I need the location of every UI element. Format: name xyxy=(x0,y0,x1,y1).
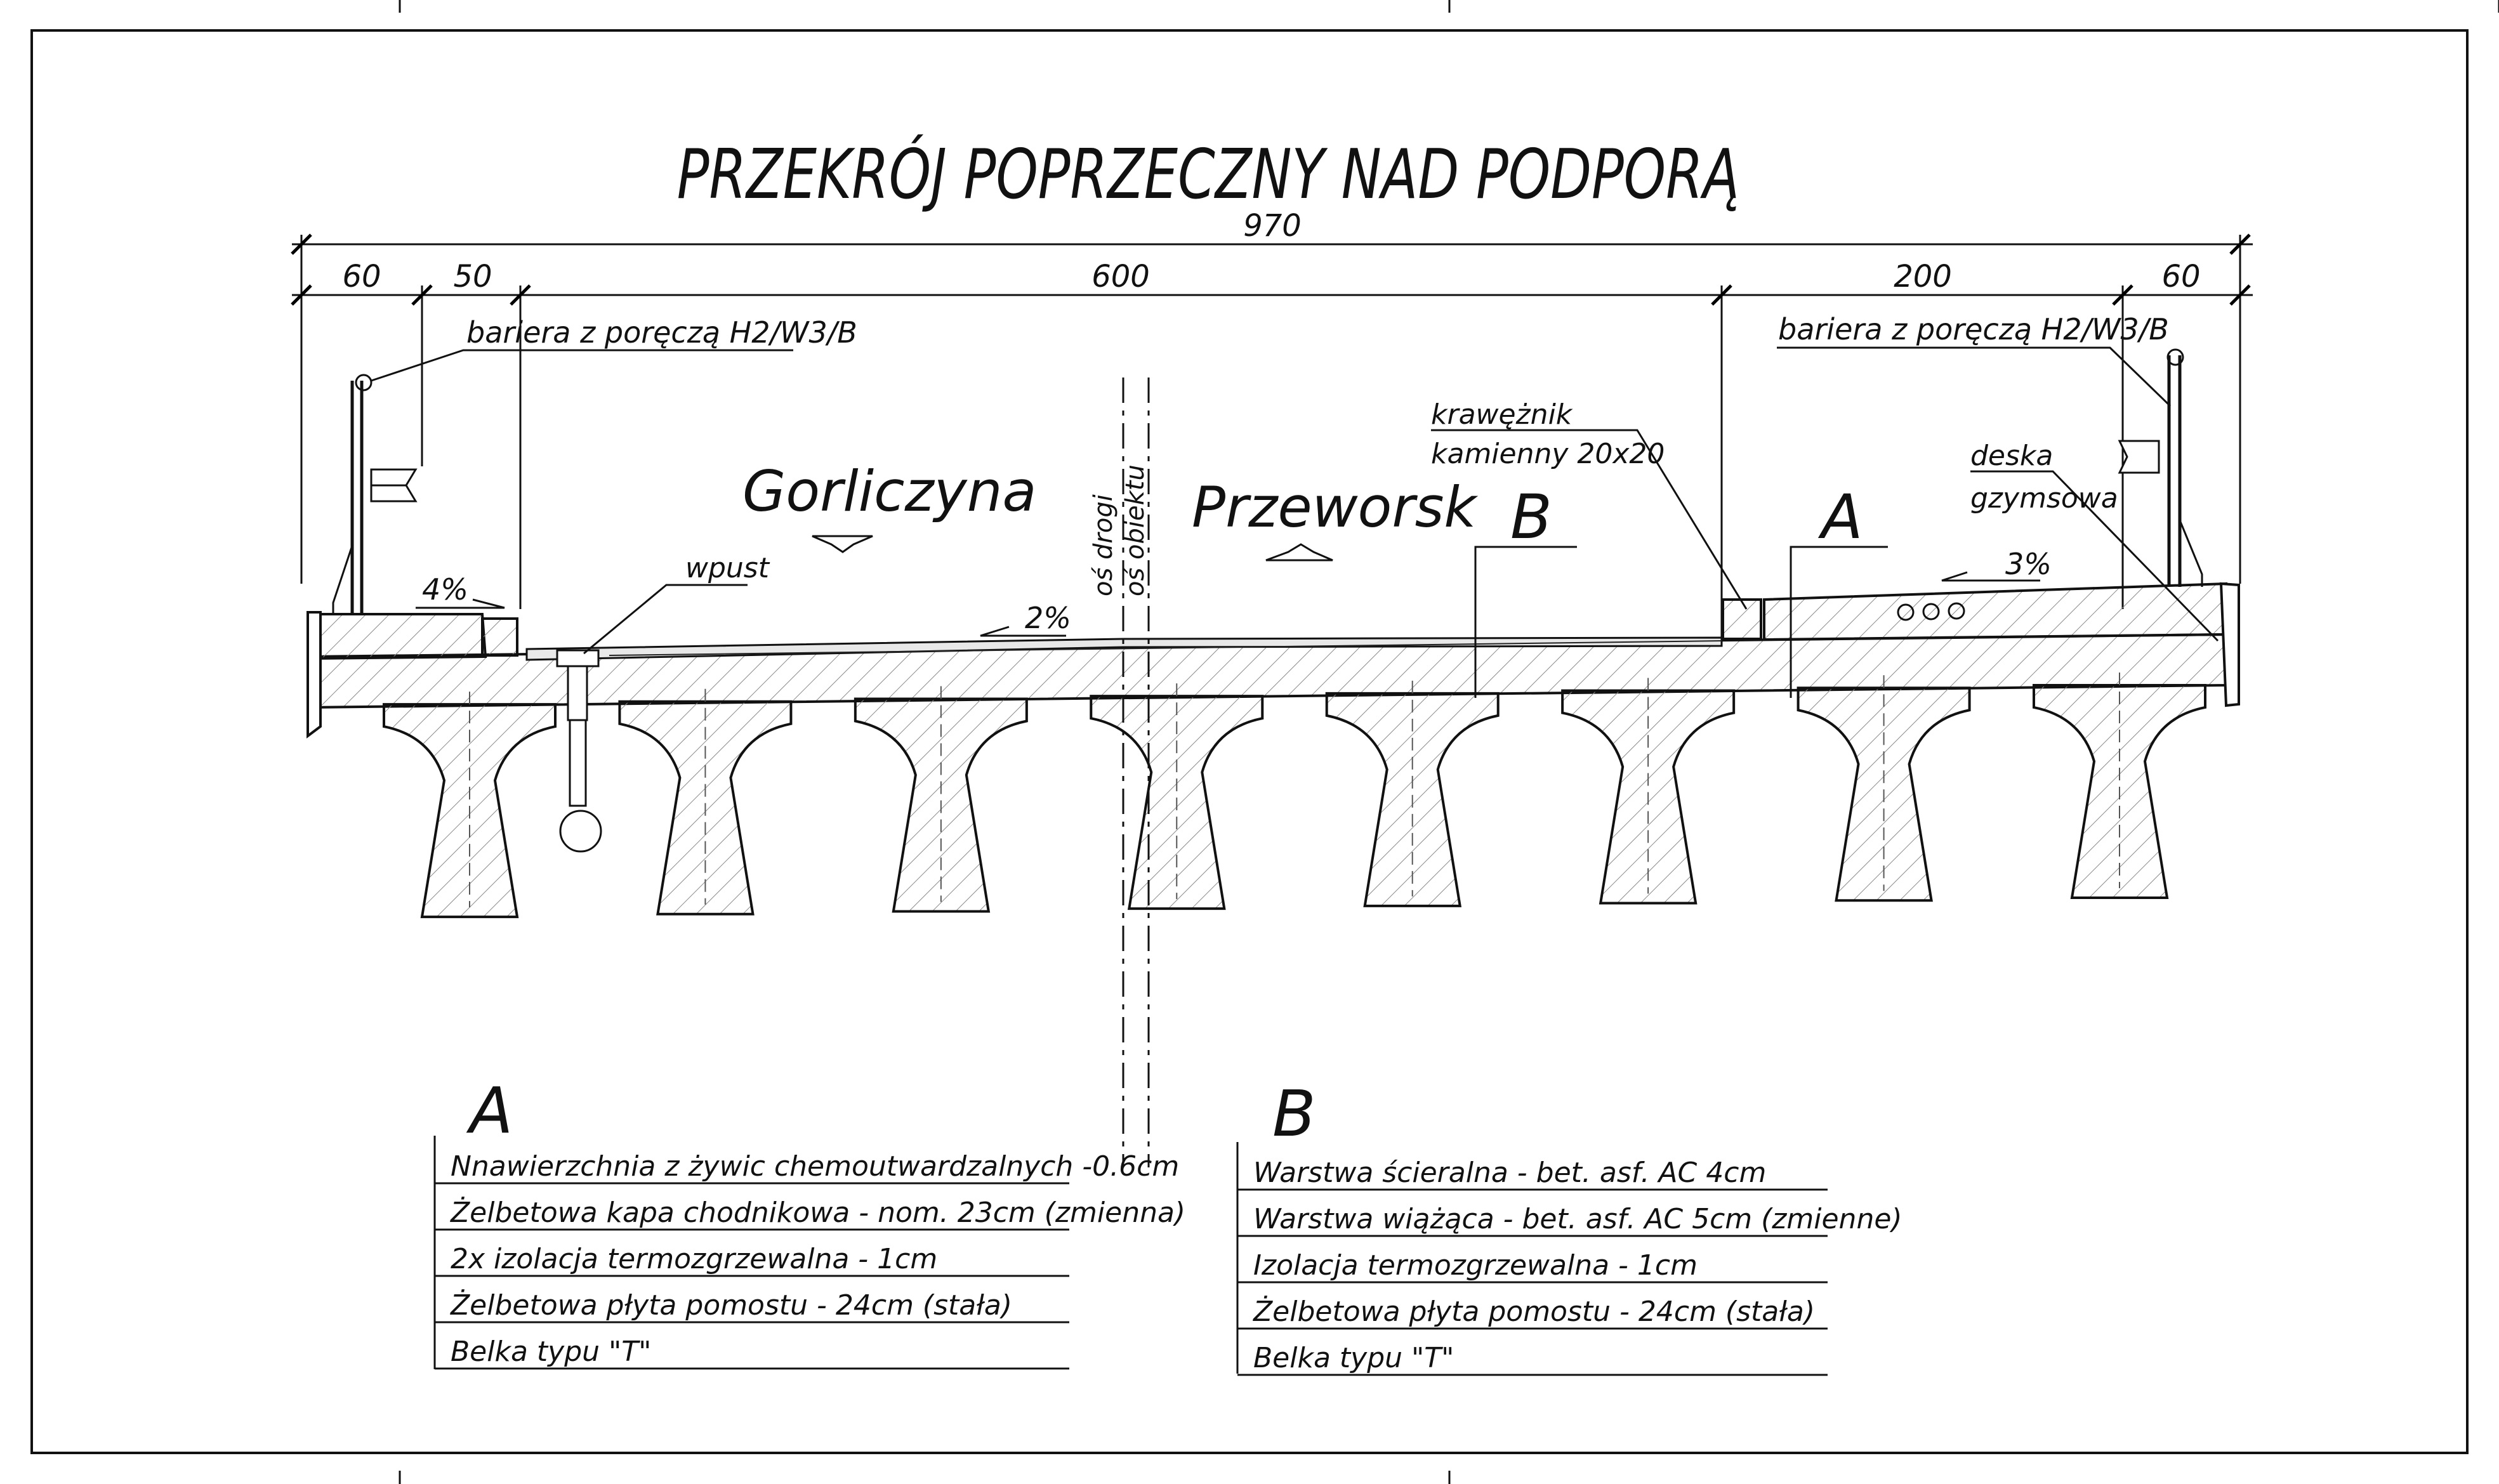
barrier-right-label: bariera z poręczą H2/W3/B xyxy=(1778,312,2169,346)
dim-left-sidewalk: 50 xyxy=(453,259,492,294)
dim-roadway: 600 xyxy=(1091,259,1150,294)
slope-right-arrow-icon xyxy=(1941,571,2040,582)
legend-layer: 2x izolacja termozgrzewalna - 1cm xyxy=(451,1243,937,1275)
sheet-frame xyxy=(30,29,2469,1454)
road-surface-top xyxy=(609,640,1722,656)
dim-right-sidewalk: 200 xyxy=(1894,259,1952,294)
legend-layer: Belka typu "T" xyxy=(451,1336,651,1368)
ducts-icon xyxy=(1897,602,1965,621)
marker-a-leader xyxy=(1790,546,1888,698)
marker-b: B xyxy=(1510,482,1552,553)
slope-roadway: 2% xyxy=(1025,601,1071,635)
inlet-leader xyxy=(583,584,748,655)
curb-label-2: kamienny 20x20 xyxy=(1431,438,1665,470)
marker-b-leader xyxy=(1474,546,1577,698)
slope-left: 4% xyxy=(422,572,468,607)
cornice-leader xyxy=(1970,470,2219,642)
legend-layer: Żelbetowa płyta pomostu - 24cm (stała) xyxy=(1253,1295,1815,1328)
dim-left-edge: 60 xyxy=(342,259,381,294)
dimension-values: 970 60 50 600 200 60 xyxy=(342,208,2200,294)
drawing-title: PRZEKRÓJ POPRZECZNY NAD PODPORĄ xyxy=(677,135,1740,214)
marker-a: A xyxy=(1817,482,1863,553)
right-barrier-icon xyxy=(2118,348,2203,587)
legend-a: A Nnawierzchnia z żywic chemoutwardzalny… xyxy=(433,1074,1185,1370)
inlet-drain-icon xyxy=(556,649,602,853)
arrow-up-icon xyxy=(1265,543,1333,561)
left-edge-beam xyxy=(307,611,322,739)
legend-b: B Warstwa ścieralna - bet. asf. AC 4cmWa… xyxy=(1236,1077,1902,1376)
legend-layer: Izolacja termozgrzewalna - 1cm xyxy=(1253,1249,1698,1282)
right-edge-beam xyxy=(2219,582,2240,707)
arrow-down-icon xyxy=(812,535,873,553)
legend-layer: Warstwa ścieralna - bet. asf. AC 4cm xyxy=(1253,1157,1766,1189)
right-curb xyxy=(1722,598,1762,640)
slope-left-arrow-icon xyxy=(416,598,505,609)
dim-right-edge: 60 xyxy=(2161,259,2200,294)
slope-roadway-arrow-icon xyxy=(980,626,1066,637)
legend-b-title: B xyxy=(1272,1077,1316,1151)
left-curb xyxy=(481,617,518,657)
cornice-label-2: gzymsowa xyxy=(1970,482,2118,515)
left-sidewalk-cap xyxy=(310,613,487,660)
dim-total: 970 xyxy=(1243,208,1302,244)
frame-ticks xyxy=(399,0,2499,1484)
dimension-lines xyxy=(291,233,2253,638)
legend-layer: Żelbetowa płyta pomostu - 24cm (stała) xyxy=(450,1289,1012,1322)
direction-left-label: Gorliczyna xyxy=(742,459,1036,524)
legend-layer: Belka typu "T" xyxy=(1253,1342,1454,1374)
curb-leader xyxy=(1431,429,1748,610)
legend-layer: Warstwa wiążąca - bet. asf. AC 5cm (zmie… xyxy=(1253,1203,1902,1235)
structure-axis-label: oś obiektu xyxy=(1121,464,1150,596)
left-barrier-icon xyxy=(332,374,418,614)
barrier-left-label: bariera z poręczą H2/W3/B xyxy=(466,315,857,350)
road-axis-label: oś drogi xyxy=(1089,494,1118,596)
legend-layer: Żelbetowa kapa chodnikowa - nom. 23cm (z… xyxy=(450,1196,1185,1229)
curb-label-1: krawężnik xyxy=(1431,398,1573,431)
t-beams xyxy=(383,672,2206,919)
cornice-label-1: deska xyxy=(1970,440,2053,472)
legend-a-title: A xyxy=(466,1074,513,1148)
slope-right: 3% xyxy=(2005,547,2052,581)
barrier-right-leader xyxy=(1777,346,2172,407)
inlet-label: wpust xyxy=(685,552,770,584)
barrier-left-leader xyxy=(371,349,793,382)
legend-layer: Nnawierzchnia z żywic chemoutwardzalnych… xyxy=(451,1150,1179,1183)
direction-right-label: Przeworsk xyxy=(1192,475,1478,540)
right-sidewalk-cap xyxy=(1763,582,2227,641)
